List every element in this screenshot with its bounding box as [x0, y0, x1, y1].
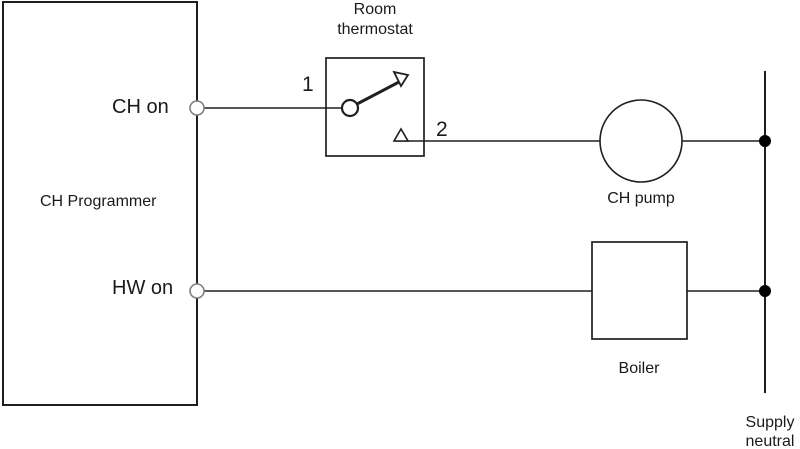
- terminal-1-label: 1: [302, 73, 314, 96]
- junction-dot-hw: [759, 285, 771, 297]
- thermostat-common-terminal-circle: [340, 98, 360, 118]
- terminal-2-label: 2: [436, 118, 448, 141]
- supply-neutral-label: Supply neutral: [720, 413, 800, 449]
- room-thermostat-label: Room thermostat: [300, 0, 450, 40]
- hw-on-terminal-circle: [189, 283, 205, 299]
- ch-programmer-label: CH Programmer: [40, 193, 157, 210]
- thermostat-contact-1-icon: [392, 70, 410, 88]
- ch-on-terminal-circle: [189, 100, 205, 116]
- room-thermostat-label-line1: Room: [353, 1, 397, 18]
- supply-neutral-label-line2: neutral: [745, 433, 795, 449]
- room-thermostat-label-line2: thermostat: [337, 21, 413, 38]
- supply-neutral-label-line1: Supply: [745, 414, 795, 431]
- thermostat-switch-arm: [356, 80, 400, 106]
- thermostat-contact-2-icon: [392, 127, 410, 142]
- junction-dot-ch: [759, 135, 771, 147]
- ch-pump-label: CH pump: [607, 190, 675, 207]
- boiler-box: [591, 241, 688, 340]
- ch-pump-circle: [599, 99, 683, 183]
- boiler-label: Boiler: [618, 360, 660, 377]
- ch-programmer-box: [2, 1, 198, 406]
- ch-on-label: CH on: [112, 96, 169, 118]
- hw-on-label: HW on: [112, 277, 174, 299]
